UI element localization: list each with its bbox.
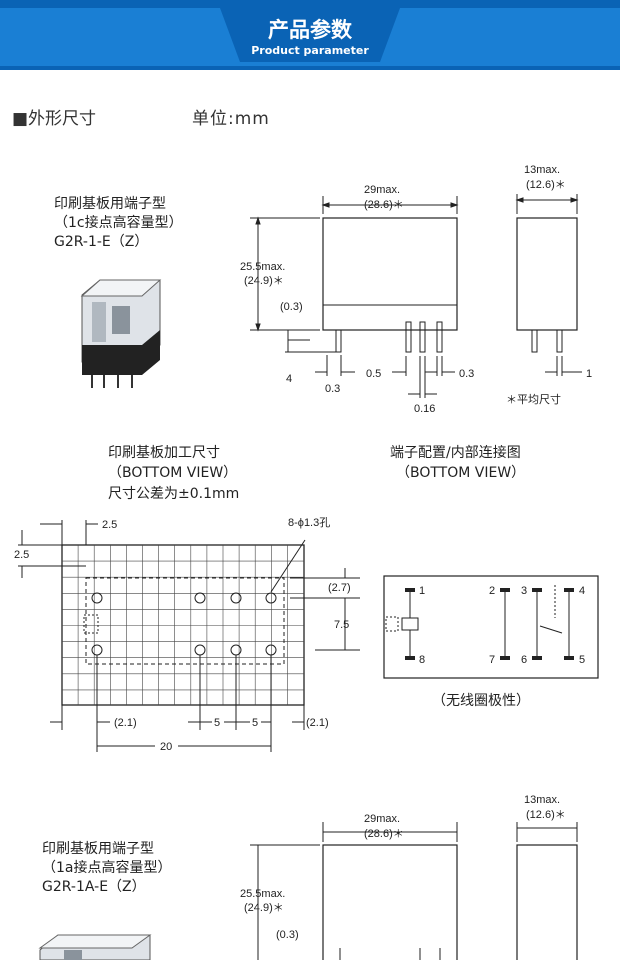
pcb-dim-20: 20 (160, 741, 172, 753)
pin-2: 2 (489, 585, 495, 597)
height-max-label: 25.5max. (240, 261, 285, 273)
height-avg-label: (24.9)＊ (244, 275, 284, 287)
pcb-dim-5b: 5 (252, 717, 258, 729)
pcb-dim-75: 7.5 (334, 619, 349, 631)
pin-6: 6 (521, 654, 527, 666)
relay2-width-avg: (28.6)＊ (364, 828, 404, 840)
pin-5: 5 (579, 654, 585, 666)
pcb-dim-21a: (2.1) (114, 717, 137, 729)
header-banner: 产品参数 Product parameter (0, 0, 620, 70)
dim-1: 1 (586, 368, 592, 380)
width-avg-label: (28.6)＊ (364, 199, 404, 211)
pcb-title3: 尺寸公差为±0.1mm (108, 486, 240, 502)
width-max-label: 29max. (364, 184, 400, 196)
dim-03b: 0.3 (325, 383, 340, 395)
pin-1: 1 (419, 585, 425, 597)
relay2-depth-avg: (12.6)＊ (526, 809, 566, 821)
pcb-dim-27: (2.7) (328, 582, 351, 594)
dim-016: 0.16 (414, 403, 435, 415)
relay2-height-avg: (24.9)＊ (244, 902, 284, 914)
wiring-title1: 端子配置/内部连接图 (390, 445, 521, 461)
pcb-grid (62, 545, 304, 705)
dim-4: 4 (286, 373, 292, 385)
avg-note: ＊平均尺寸 (506, 392, 561, 406)
pin-7: 7 (489, 654, 495, 666)
relay2-line3: G2R-1A-E（Z） (42, 879, 146, 895)
relay2-height-max: 25.5max. (240, 888, 285, 900)
pcb-dim-21b: (2.1) (306, 717, 329, 729)
wiring-pins (405, 588, 574, 660)
banner-subtitle: Product parameter (251, 44, 369, 57)
relay2-width-max: 29max. (364, 813, 400, 825)
section-title: ■外形尺寸 (12, 109, 97, 129)
relay1-line1: 印刷基板用端子型 (54, 196, 166, 212)
banner-title: 产品参数 (268, 18, 352, 42)
relay1-line2: （1c接点高容量型） (54, 215, 183, 231)
relay2-line1: 印刷基板用端子型 (42, 841, 154, 857)
pcb-title1: 印刷基板加工尺寸 (108, 445, 220, 461)
unit-label: 单位:mm (192, 109, 270, 129)
dim-05: 0.5 (366, 368, 381, 380)
wiring-polarity: （无线圈极性） (432, 693, 530, 709)
depth-max-label: 13max. (524, 164, 560, 176)
wiring-title2: （BOTTOM VIEW） (396, 465, 526, 481)
banner-shape (0, 0, 620, 70)
pcb-dim-5a: 5 (214, 717, 220, 729)
relay1-line3: G2R-1-E（Z） (54, 234, 149, 250)
depth-avg-label: (12.6)＊ (526, 179, 566, 191)
pcb-dim-25y: 2.5 (14, 549, 29, 561)
relay2-depth-max: 13max. (524, 794, 560, 806)
pin-8: 8 (419, 654, 425, 666)
pin-4: 4 (579, 585, 585, 597)
pcb-hole-note: 8-ϕ1.3孔 (288, 516, 330, 529)
relay2-dim-03: (0.3) (276, 929, 299, 941)
dim-03a: (0.3) (280, 301, 303, 313)
relay2-line2: （1a接点高容量型） (42, 860, 172, 876)
pcb-title2: （BOTTOM VIEW） (108, 465, 238, 481)
pin-3: 3 (521, 585, 527, 597)
pcb-dim-25x: 2.5 (102, 519, 117, 531)
dim-03c: 0.3 (459, 368, 474, 380)
